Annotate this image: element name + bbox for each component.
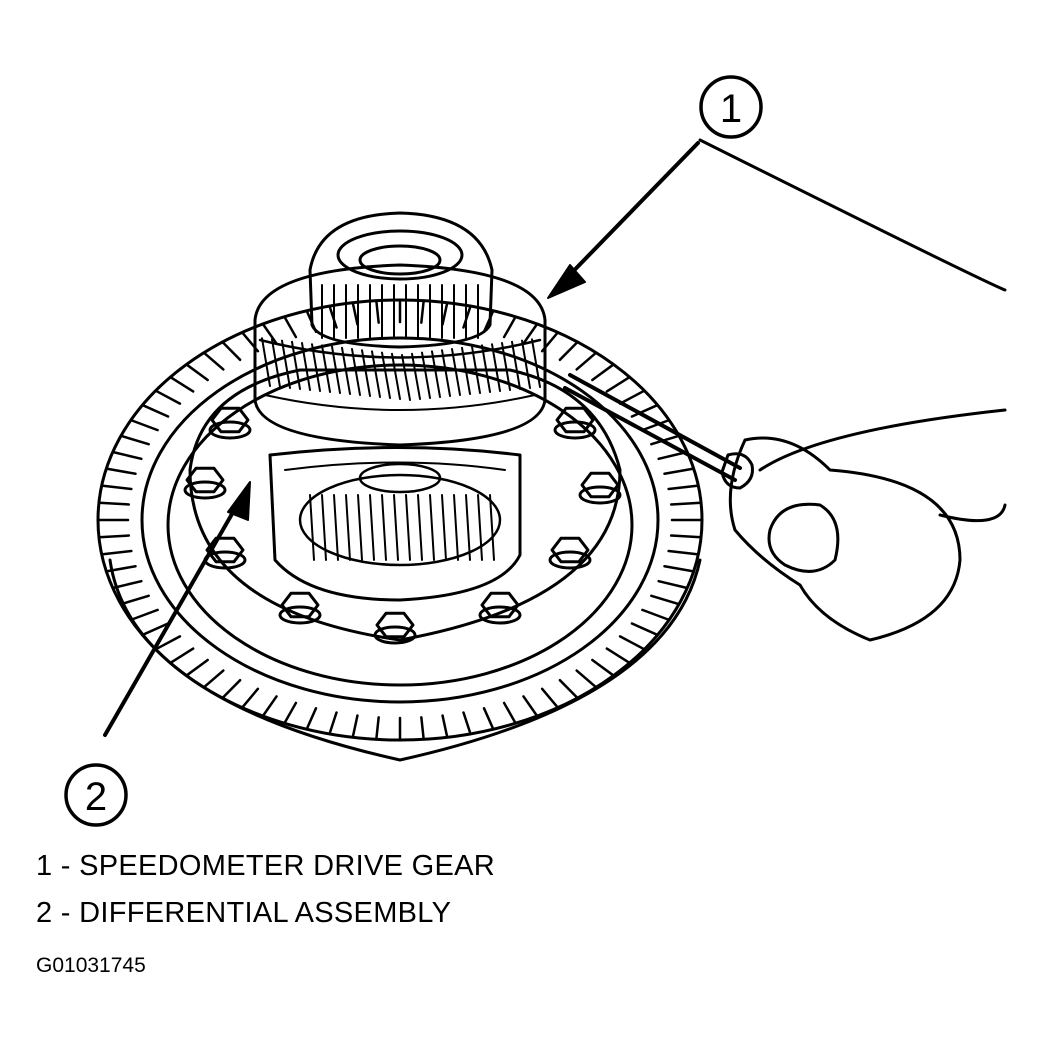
ring-gear [96, 298, 704, 762]
arrow-1-head [547, 264, 586, 299]
callout-1 [699, 75, 763, 139]
speedometer-drive-gear [253, 263, 547, 447]
legend-item-2: 2 - DIFFERENTIAL ASSEMBLY [36, 897, 452, 929]
hand-with-tool [563, 138, 1007, 642]
differential-case [183, 368, 622, 645]
figure-id: G01031745 [36, 954, 146, 977]
bearing [308, 211, 494, 349]
spider-gear-window [268, 446, 522, 602]
callout-1-number: 1 [720, 87, 742, 131]
arrow-2-shaft [103, 498, 242, 737]
arrow-1-shaft [553, 141, 700, 292]
callout-2-number: 2 [85, 775, 107, 819]
callout-2 [64, 763, 128, 827]
leader-arrows [103, 141, 700, 737]
arrow-2-head [227, 481, 251, 521]
legend-item-1: 1 - SPEEDOMETER DRIVE GEAR [36, 850, 495, 882]
